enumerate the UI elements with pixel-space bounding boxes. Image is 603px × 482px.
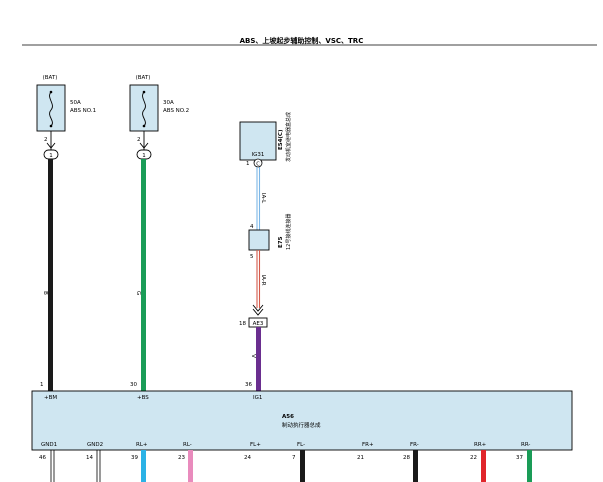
double-arrow-icon	[252, 304, 264, 316]
wire-green-g	[141, 159, 146, 391]
svg-text:1: 1	[49, 153, 53, 159]
term-pin-rr-minus: 37	[516, 455, 523, 461]
fuse-name: ABS NO.2	[163, 108, 189, 114]
junction-box	[248, 229, 270, 251]
wire-label-g: G	[135, 291, 141, 295]
svg-text:C: C	[256, 162, 260, 168]
ae3-label: AE3	[253, 321, 264, 327]
fuse-pin: 2	[44, 137, 48, 143]
actuator-name: 制动执行器总成	[282, 421, 321, 429]
fuse-amp: 50A	[70, 100, 81, 106]
ig-desc: 发动机室继电器盒总成	[285, 112, 292, 162]
junction-pin-top: 4	[250, 224, 254, 230]
connector-circle	[253, 158, 263, 168]
pin-label-bs: +BS	[137, 395, 149, 401]
term-pin-gnd2: 14	[86, 455, 93, 461]
term-label-fr-minus: FR-	[410, 442, 419, 448]
term-label-gnd2: GND2	[87, 442, 103, 448]
term-pin-fl-minus: 7	[292, 455, 296, 461]
term-pin-rr-plus: 22	[470, 455, 477, 461]
page-title: ABS、上坡起步辅助控制、VSC、TRC	[239, 37, 364, 45]
junction-desc: 12号接线连接器	[285, 214, 292, 250]
wire-stub-rl-plus	[141, 450, 146, 482]
fuse-icon	[49, 91, 53, 127]
wire-stub-rr-minus	[527, 450, 532, 482]
wire-label-v: V	[250, 354, 256, 358]
fuse-name: ABS NO.1	[70, 108, 96, 114]
term-pin-fl-plus: 24	[244, 455, 251, 461]
pin-num-ig1: 36	[245, 382, 252, 388]
wire-stub-fr-minus	[413, 450, 418, 482]
fuse-pin: 2	[137, 137, 141, 143]
actuator-a56: +BM +BS IG1 A56 制动执行器总成 GND1 GND2 RL+ RL…	[31, 390, 573, 451]
term-label-fl-plus: FL+	[250, 442, 261, 448]
term-label-rl-minus: RL-	[183, 442, 192, 448]
term-pin-fr-plus: 21	[357, 455, 364, 461]
wire-label-b: B	[42, 291, 48, 295]
wire-black-b	[48, 159, 53, 391]
term-label-fr-plus: FR+	[362, 442, 374, 448]
pin-label-ig1: IG1	[253, 395, 262, 401]
svg-text:1: 1	[142, 153, 146, 159]
ig-pin: 1	[246, 161, 250, 167]
arrow-down-icon	[139, 142, 149, 149]
junction-code: E75	[278, 236, 284, 248]
fuse-supply-label: (BAT)	[43, 75, 58, 81]
wire-label-ia-r: IA-R	[260, 274, 266, 285]
ig-label: IG31	[252, 152, 265, 158]
term-label-fl-minus: FL-	[297, 442, 305, 448]
ae3-pin: 18	[239, 321, 246, 327]
junction-pin-bottom: 5	[250, 254, 254, 260]
term-pin-rl-plus: 39	[131, 455, 138, 461]
actuator-code: A56	[282, 414, 294, 420]
pin-num-bm: 1	[40, 382, 44, 388]
term-label-rl-plus: RL+	[136, 442, 148, 448]
term-pin-gnd1: 46	[39, 455, 46, 461]
term-pin-rl-minus: 23	[178, 455, 185, 461]
wire-stub-rl-minus	[188, 450, 193, 482]
ae3-connector: 18 AE3	[239, 317, 268, 328]
term-label-rr-plus: RR+	[474, 442, 487, 448]
fuse-supply-label: (BAT)	[136, 75, 151, 81]
actuator-box	[31, 390, 573, 451]
fuse-abs-no1: (BAT) 50A ABS NO.1 2 1	[36, 75, 96, 160]
wire-label-ia-l: IA-L	[260, 193, 266, 204]
ig31-connector: IG31 1 C E54(C) 发动机室继电器盒总成	[239, 112, 292, 168]
fuse-abs-no2: (BAT) 30A ABS NO.2 2 1	[129, 75, 189, 160]
junction-e75: 4 5 E75 12号接线连接器	[248, 214, 292, 260]
term-pin-fr-minus: 28	[403, 455, 410, 461]
wire-purple-v	[256, 327, 261, 391]
fuse-icon	[142, 91, 146, 127]
pin-num-bs: 30	[130, 382, 137, 388]
pin-label-bm: +BM	[44, 395, 57, 401]
term-label-gnd1: GND1	[41, 442, 57, 448]
wire-stub-fl-minus	[300, 450, 305, 482]
arrow-down-icon	[46, 142, 56, 149]
fuse-amp: 30A	[163, 100, 174, 106]
wire-stub-rr-plus	[481, 450, 486, 482]
term-label-rr-minus: RR-	[521, 442, 530, 448]
ig-code: E54(C)	[278, 129, 284, 150]
